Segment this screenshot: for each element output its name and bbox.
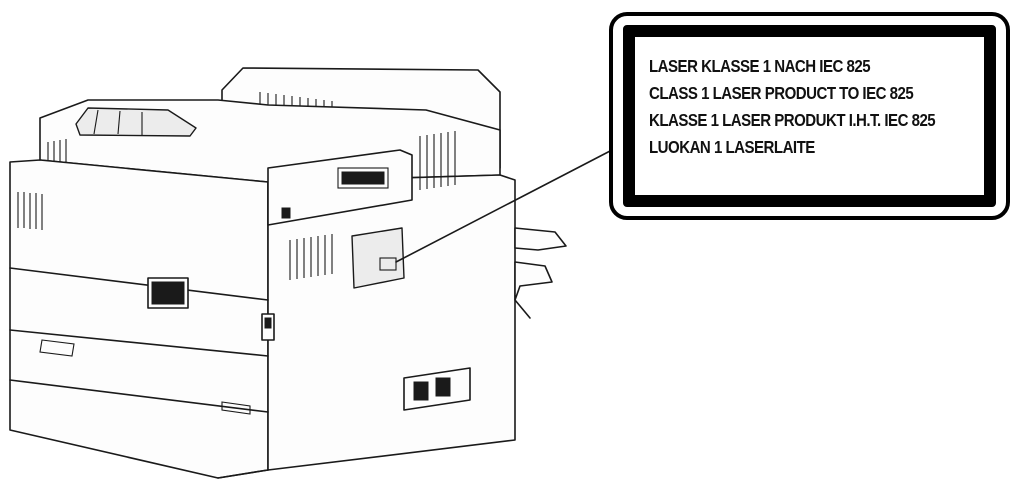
interface-switch — [281, 207, 291, 219]
front-logo — [151, 281, 185, 305]
front-left-vent — [17, 192, 43, 230]
laser-label-border: LASER KLASSE 1 NACH IEC 825 CLASS 1 LASE… — [623, 25, 996, 207]
power-switch-toggle — [264, 317, 272, 329]
tray-divider-3 — [9, 379, 269, 413]
label-location-plate — [351, 227, 405, 289]
label-location-mark — [379, 257, 397, 271]
connector-b — [435, 377, 451, 397]
laser-label-callout: LASER KLASSE 1 NACH IEC 825 CLASS 1 LASE… — [609, 12, 1010, 220]
callout-leader-line — [395, 149, 613, 263]
laser-label-line-norwegian: KLASSE 1 LASER PRODUKT I.H.T. IEC 825 — [649, 110, 936, 130]
parallel-port-pins — [341, 171, 385, 185]
side-tray-edge — [514, 299, 531, 319]
parallel-port — [337, 167, 389, 189]
tray-divider-1 — [9, 267, 269, 301]
base-trim — [217, 469, 269, 479]
tray-divider-2 — [9, 329, 269, 357]
tray-handle — [39, 339, 75, 357]
output-tray — [75, 107, 197, 137]
printer-front-face — [9, 159, 269, 479]
connector-a — [413, 381, 429, 401]
lower-tray-handle — [221, 401, 251, 415]
side-output-tray — [514, 227, 567, 251]
right-upper-vent — [419, 131, 456, 190]
side-output-tray-lower — [514, 261, 553, 301]
laser-label-line-finnish: LUOKAN 1 LASERLAITE — [649, 137, 815, 157]
laser-label-line-english: CLASS 1 LASER PRODUCT TO IEC 825 — [649, 83, 914, 103]
laser-label-line-german: LASER KLASSE 1 NACH IEC 825 — [649, 56, 871, 76]
side-vent — [289, 234, 333, 280]
